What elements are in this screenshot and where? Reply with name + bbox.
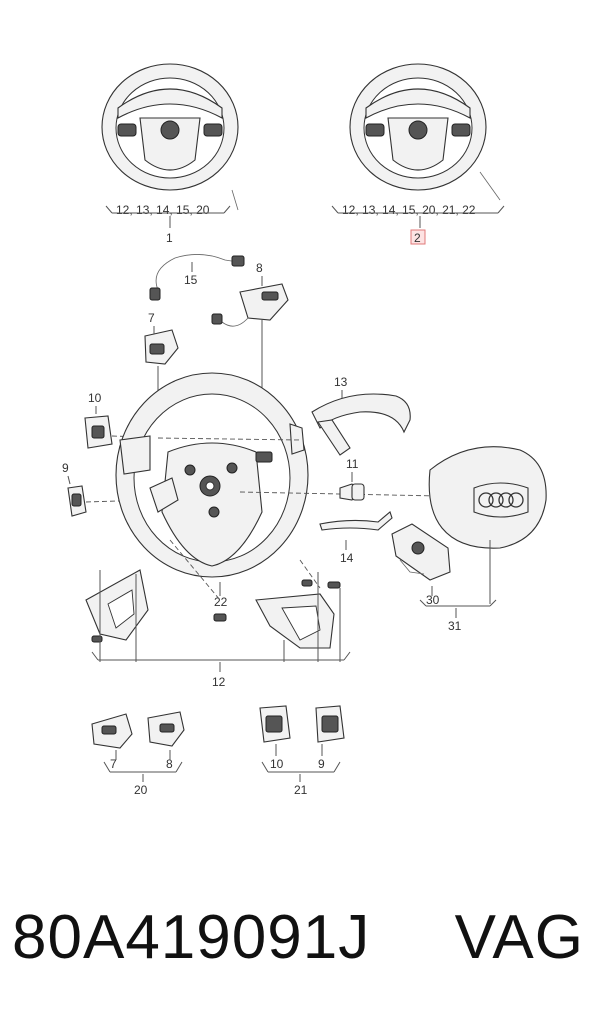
button-module-8-small[interactable] [147,711,185,747]
callout-wheel2-parts: 12, 13, 14, 15, 20, 21, 22 [342,203,476,217]
callout-20: 20 [134,783,148,797]
callout-wheel1-parts: 12, 13, 14, 15, 20 [116,203,210,217]
footer: 80A419091J VAG [0,888,600,988]
button-unit-7[interactable] [144,329,179,365]
button-module-7-small[interactable] [91,713,133,749]
brand-name: VAG [454,903,584,972]
callout-wheel1-num: 1 [166,231,173,245]
callout-14: 14 [340,551,354,565]
callout-wheel2-num: 2 [414,231,421,245]
switch-9[interactable] [67,485,87,517]
callout-21-9: 9 [318,757,325,771]
lower-cover-right[interactable] [255,593,335,649]
lower-cover-left[interactable] [85,569,149,641]
switch-10[interactable] [84,415,113,449]
callout-8: 8 [256,261,263,275]
steering-wheel-2[interactable] [349,63,501,201]
callout-10: 10 [88,391,102,405]
airbag-module[interactable] [428,446,547,549]
callout-7: 7 [148,311,155,325]
trim-cover-13[interactable] [311,393,411,456]
steering-wheel-1[interactable] [101,63,239,211]
wiring-harness-15[interactable] [149,254,245,301]
screw-22[interactable] [213,613,227,622]
callout-15: 15 [184,273,198,287]
callout-31: 31 [448,619,462,633]
callout-12: 12 [212,675,226,689]
part-number: 80A419091J [12,903,371,972]
callout-22: 22 [214,595,228,609]
callout-11: 11 [346,457,359,471]
parts-diagram: 12, 13, 14, 15, 20 1 12, 13, 14, 15, 20,… [62,63,547,797]
steering-wheel-main[interactable] [115,372,309,578]
button-unit-8[interactable] [211,283,289,327]
callout-9: 9 [62,461,69,475]
callout-20-7: 7 [110,757,117,771]
callout-20-8: 8 [166,757,173,771]
clock-spring-30[interactable] [391,523,451,581]
callout-21: 21 [294,783,308,797]
callout-21-10: 10 [270,757,284,771]
trim-strip-14[interactable] [319,511,393,531]
highlight-box [410,229,426,245]
callout-13: 13 [334,375,348,389]
callout-30: 30 [426,593,440,607]
switch-module-10-small[interactable] [259,705,291,743]
switch-module-9-small[interactable] [315,705,345,743]
bolt-11[interactable] [339,483,365,501]
